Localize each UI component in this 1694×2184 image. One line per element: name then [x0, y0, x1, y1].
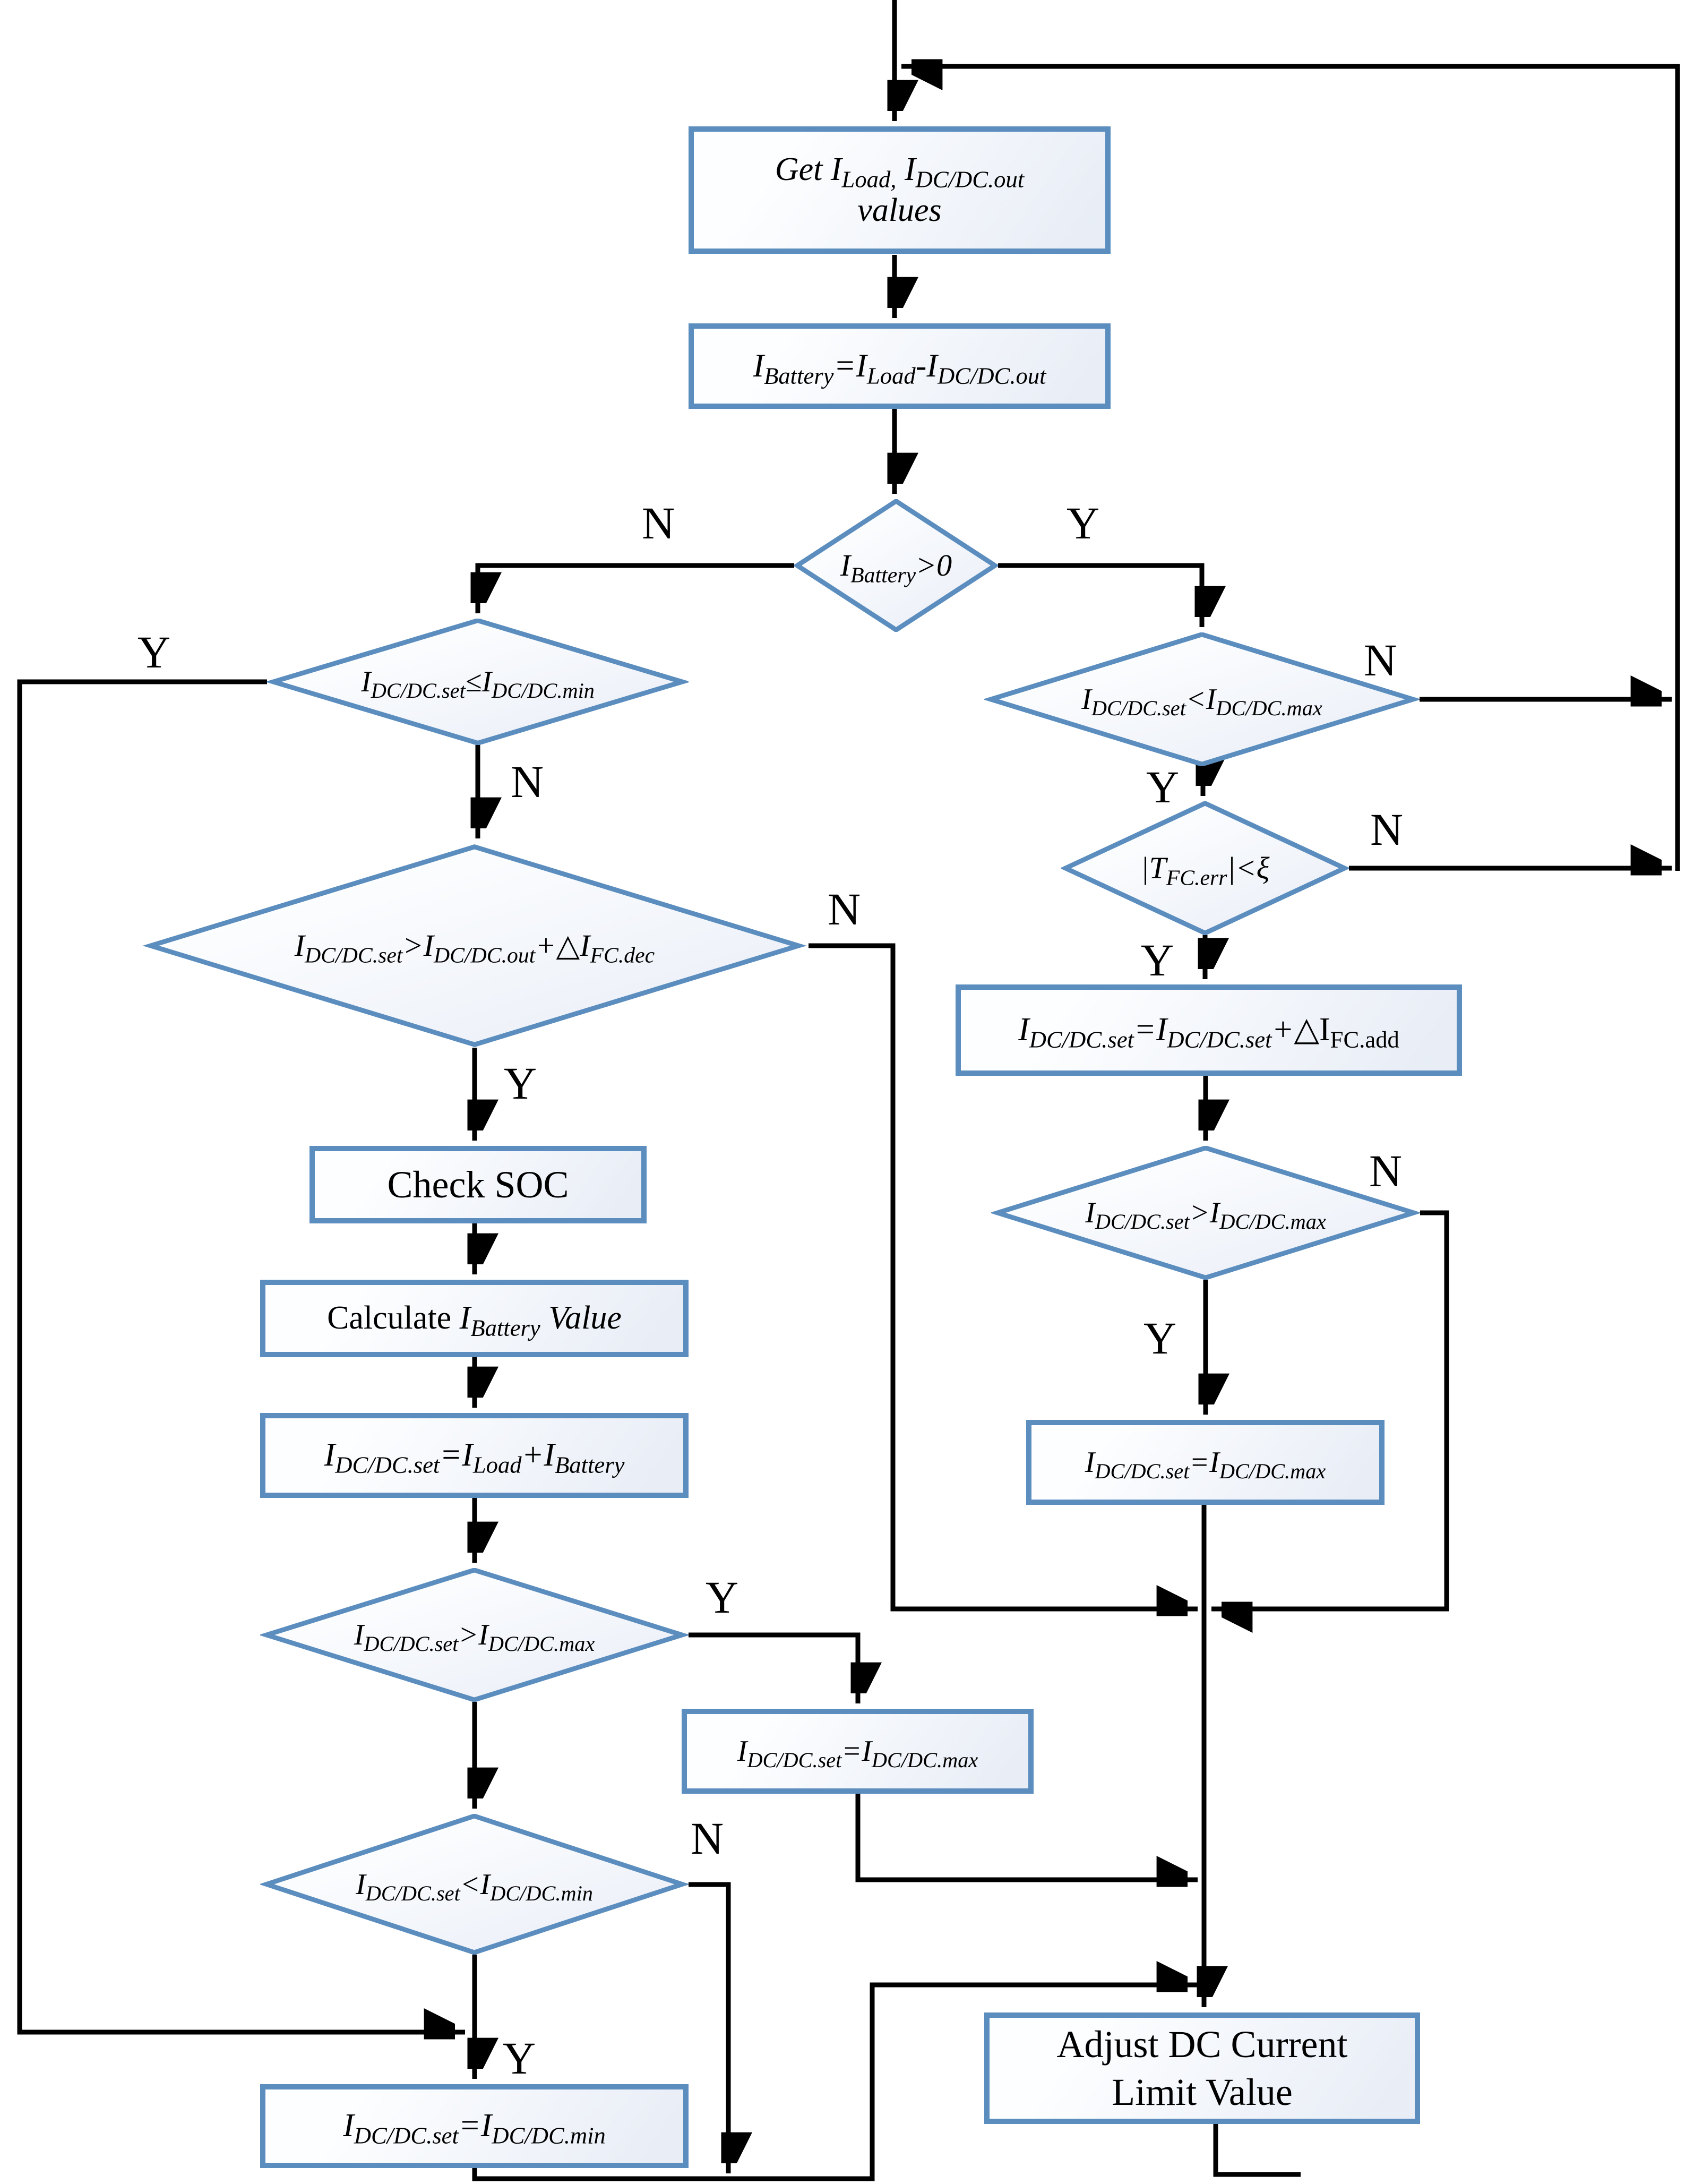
diamond-shape — [141, 844, 809, 1048]
connector-setgtmaxleft-yes — [689, 1632, 858, 1703]
label-set-gt-max-left-yes: Y — [705, 1572, 739, 1623]
process-set-load-plus-battery-text: IDC/DC.set=ILoad+IBattery — [324, 1437, 625, 1478]
decision-terr-lt-xi-text: |TFC.err|<ξ — [1140, 850, 1270, 890]
diamond-shape — [267, 619, 689, 745]
label-battery-gt-zero-yes: Y — [1066, 498, 1100, 549]
diamond-shape — [794, 499, 998, 632]
connector-setmin-bottom-merge — [472, 1985, 1198, 2181]
decision-set-gt-max-left-text: IDC/DC.set>IDC/DC.max — [354, 1618, 595, 1656]
label-set-le-min-yes: Y — [137, 627, 171, 678]
decision-set-le-min-text: IDC/DC.set≤IDC/DC.min — [361, 665, 595, 703]
process-set-add: IDC/DC.set=IDC/DC.set+△IFC.add — [956, 984, 1462, 1076]
process-calc-battery-value-text: Calculate IBattery Value — [327, 1300, 622, 1341]
decision-set-gt-max-right-text: IDC/DC.set>IDC/DC.max — [1085, 1196, 1326, 1234]
decision-set-gt-max-right: IDC/DC.set>IDC/DC.max — [991, 1146, 1420, 1280]
decision-set-lt-max-right: IDC/DC.set<IDC/DC.max — [984, 632, 1420, 766]
decision-set-lt-min-text: IDC/DC.set<IDC/DC.min — [356, 1868, 593, 1905]
label-set-gt-out-dec-no: N — [827, 884, 861, 935]
diamond-shape — [991, 1146, 1420, 1280]
label-set-gt-max-right-no: N — [1369, 1145, 1403, 1196]
decision-battery-gt-zero: IBattery>0 — [794, 499, 998, 632]
label-set-lt-min-yes: Y — [502, 2033, 536, 2084]
process-battery-current: IBattery=ILoad-IDC/DC.out — [689, 323, 1111, 409]
process-set-eq-max-right: IDC/DC.set=IDC/DC.max — [1026, 1420, 1385, 1505]
process-check-soc: Check SOC — [309, 1146, 647, 1223]
label-set-lt-max-right-yes: Y — [1146, 761, 1180, 812]
connector-batterygt0-yes — [998, 563, 1202, 627]
process-calc-battery-value: Calculate IBattery Value — [260, 1280, 689, 1357]
connector-setltmin-no — [689, 1882, 728, 2173]
diamond-shape — [984, 632, 1420, 766]
connector-adjust-exit — [1213, 2124, 1301, 2177]
label-set-lt-min-no: N — [690, 1813, 724, 1864]
label-set-gt-max-right-yes: Y — [1143, 1313, 1177, 1364]
connector-batterygt0-no — [478, 563, 794, 613]
label-set-gt-out-dec-yes: Y — [503, 1058, 537, 1109]
decision-set-le-min: IDC/DC.set≤IDC/DC.min — [267, 619, 689, 745]
connector-setmaxleft-merge — [855, 1794, 1198, 1880]
label-set-le-min-no: N — [510, 756, 544, 807]
diamond-shape — [1061, 801, 1349, 935]
diamond-shape — [260, 1814, 689, 1955]
diamond-shape — [260, 1568, 689, 1702]
decision-set-gt-out-dec: IDC/DC.set>IDC/DC.out+△IFC.dec — [141, 844, 809, 1048]
process-set-eq-max-left: IDC/DC.set=IDC/DC.max — [682, 1709, 1034, 1794]
label-battery-gt-zero-no: N — [641, 498, 675, 549]
decision-set-lt-min: IDC/DC.set<IDC/DC.min — [260, 1814, 689, 1955]
label-terr-lt-xi-no: N — [1370, 804, 1404, 855]
label-terr-lt-xi-yes: Y — [1140, 935, 1174, 986]
process-check-soc-text: Check SOC — [387, 1163, 569, 1206]
connector-setgtoutdec-no — [809, 943, 1198, 1609]
decision-set-lt-max-right-text: IDC/DC.set<IDC/DC.max — [1081, 683, 1322, 721]
process-battery-current-text: IBattery=ILoad-IDC/DC.out — [753, 347, 1046, 389]
connector-setlemin-yes-far-left — [17, 679, 465, 2032]
connector-loopback-top-right — [901, 66, 1680, 871]
process-set-eq-min-text: IDC/DC.set=IDC/DC.min — [343, 2108, 606, 2149]
process-set-add-text: IDC/DC.set=IDC/DC.set+△IFC.add — [1018, 1012, 1399, 1053]
decision-battery-gt-zero-text: IBattery>0 — [840, 547, 952, 588]
decision-set-gt-out-dec-text: IDC/DC.set>IDC/DC.out+△IFC.dec — [294, 928, 655, 968]
process-set-eq-max-right-text: IDC/DC.set=IDC/DC.max — [1085, 1446, 1326, 1484]
label-set-lt-max-right-no: N — [1363, 635, 1397, 686]
process-set-eq-min: IDC/DC.set=IDC/DC.min — [260, 2084, 689, 2168]
decision-set-gt-max-left: IDC/DC.set>IDC/DC.max — [260, 1568, 689, 1702]
process-set-eq-max-left-text: IDC/DC.set=IDC/DC.max — [737, 1735, 978, 1772]
decision-terr-lt-xi: |TFC.err|<ξ — [1061, 801, 1349, 935]
process-set-load-plus-battery: IDC/DC.set=ILoad+IBattery — [260, 1413, 689, 1498]
connector-setgtmaxright-no — [1211, 1210, 1449, 1609]
